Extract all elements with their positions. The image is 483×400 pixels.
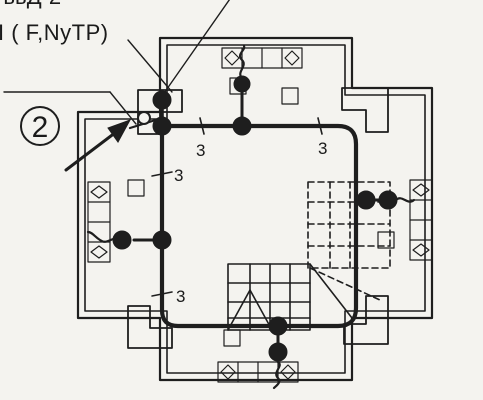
circuit-marker-number: 2 bbox=[32, 111, 49, 144]
junction-node bbox=[232, 116, 252, 136]
wiring-loop bbox=[159, 115, 359, 329]
outlet-node bbox=[268, 342, 288, 362]
circuit-marker-circle bbox=[20, 106, 60, 146]
outlet-node bbox=[112, 230, 132, 250]
pilaster-bottom-left bbox=[127, 305, 173, 349]
leader-line-left-diag bbox=[109, 91, 137, 125]
outlet-node bbox=[356, 190, 376, 210]
wire-count-label: 3 bbox=[176, 287, 185, 306]
outlet-node bbox=[378, 190, 398, 210]
staircase bbox=[227, 263, 353, 347]
pilaster-top-left bbox=[137, 89, 183, 135]
junction-node bbox=[152, 230, 172, 250]
circuit-breaker-symbol bbox=[137, 111, 151, 125]
pilaster-top-right bbox=[341, 87, 389, 133]
window-left bbox=[87, 181, 111, 263]
terminal-leads bbox=[86, 44, 416, 390]
window-right bbox=[409, 179, 433, 261]
leader-line-mid bbox=[127, 39, 173, 93]
marker-arrow-head bbox=[107, 119, 132, 143]
header-line-1: -ввД-2 bbox=[0, 0, 61, 9]
staircase-upper-dashed bbox=[307, 181, 391, 301]
inner-wall bbox=[84, 44, 426, 374]
wire-count-label: 3 bbox=[196, 141, 205, 160]
junction-node bbox=[152, 90, 172, 110]
wire-count-label: 3 bbox=[174, 166, 183, 185]
wire-count-label: 3 bbox=[318, 139, 327, 158]
outlet-node bbox=[233, 75, 251, 93]
junction-node bbox=[268, 316, 288, 336]
header-line-2: I ( F,NyTP) bbox=[0, 20, 109, 45]
wire-ticks bbox=[151, 117, 323, 297]
pilaster-bottom-right bbox=[343, 295, 389, 345]
window-top bbox=[221, 47, 303, 69]
outer-wall bbox=[76, 36, 434, 382]
leader-line-top bbox=[161, 0, 231, 97]
junction-node bbox=[152, 116, 172, 136]
